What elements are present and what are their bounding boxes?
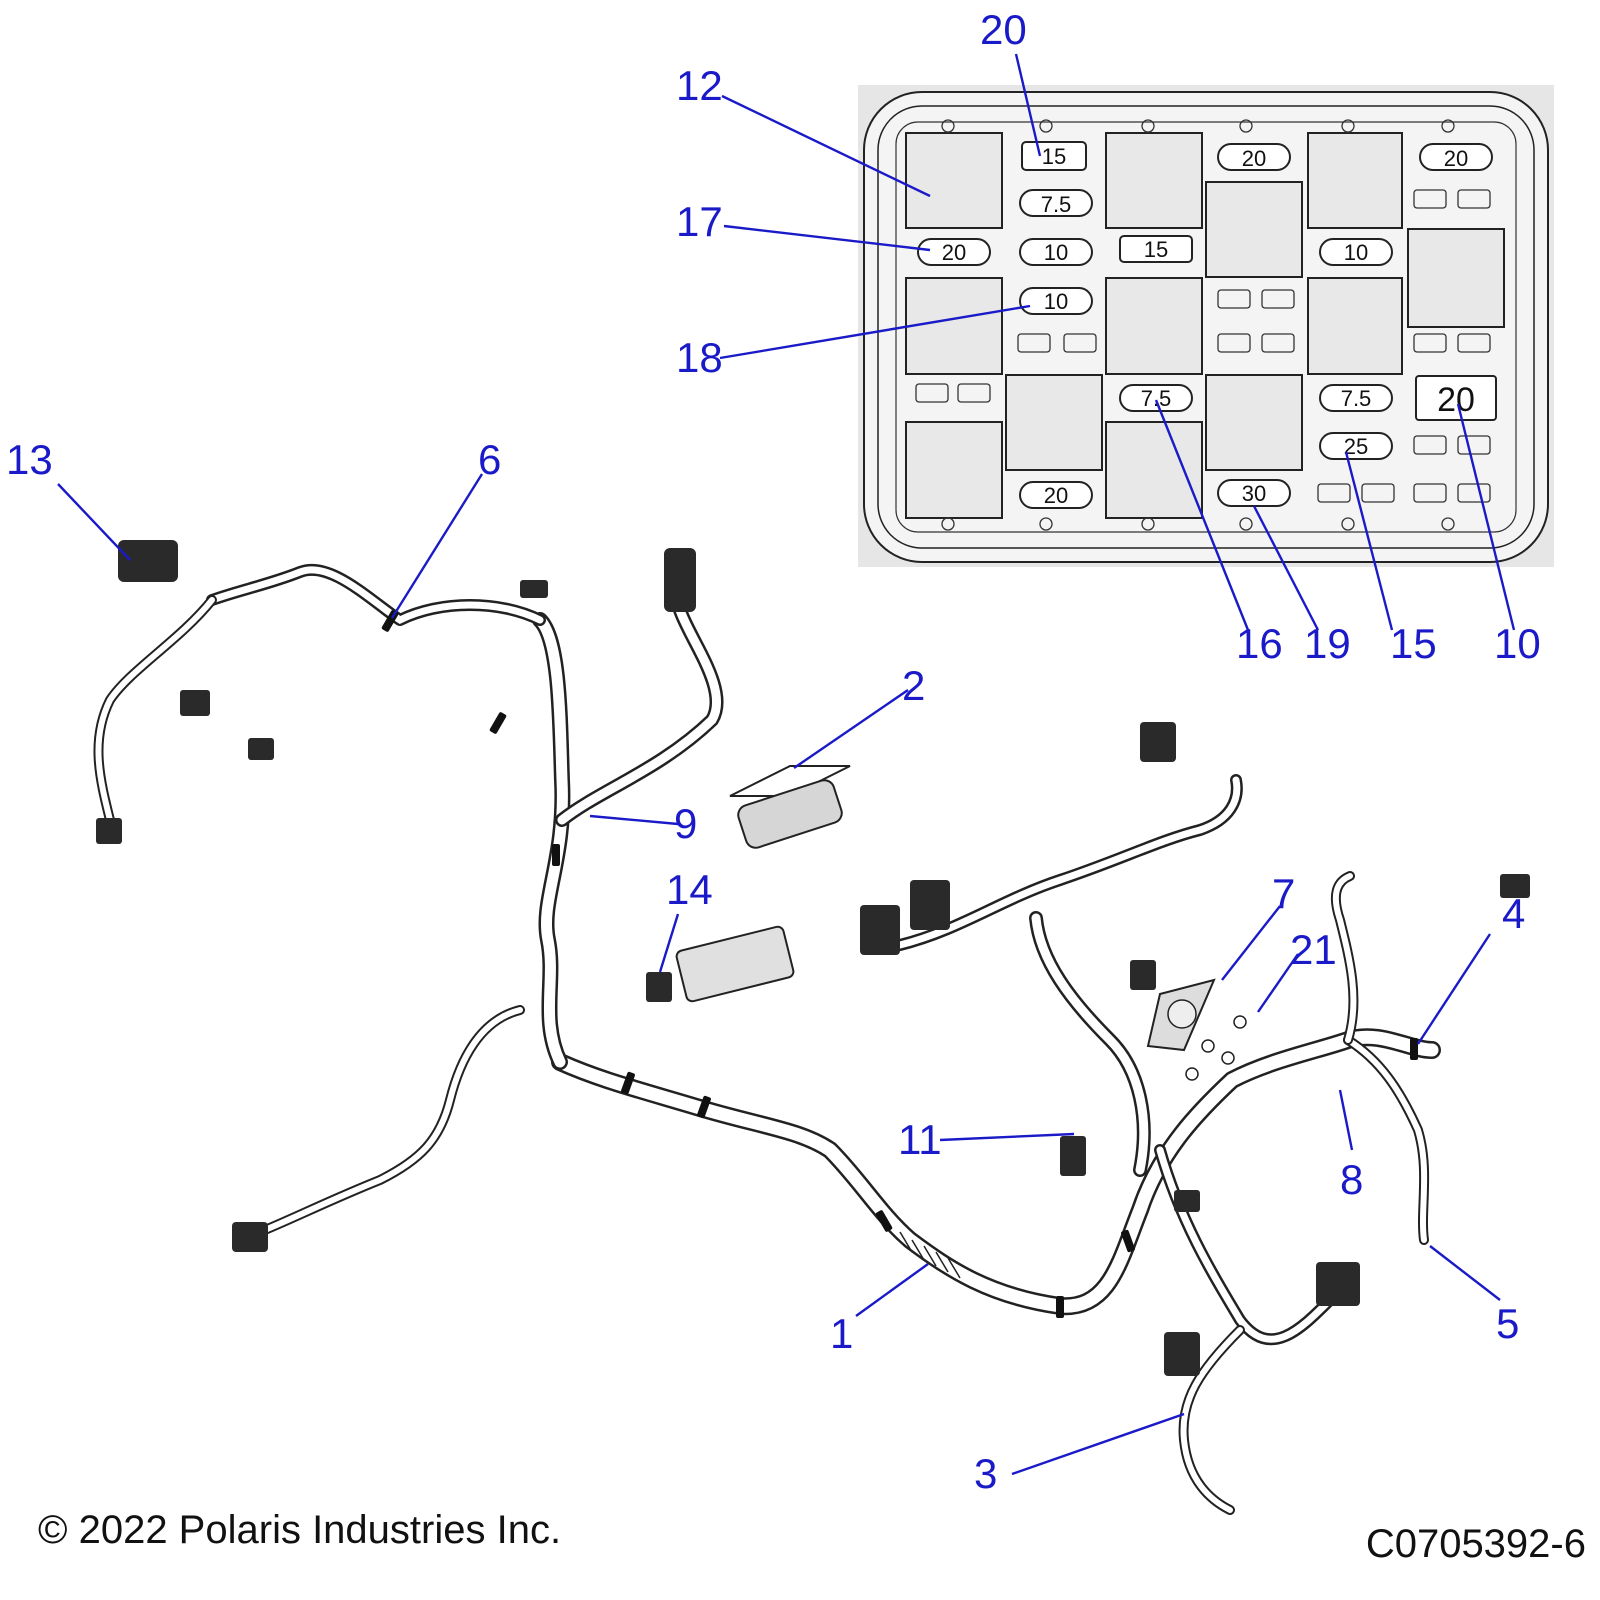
callout-16: 16	[1236, 620, 1283, 667]
callout-18: 18	[676, 334, 723, 381]
fuse-rating: 20	[1444, 146, 1468, 171]
harness-fuse-block	[675, 925, 795, 1003]
fuse-rating: 15	[1042, 144, 1066, 169]
copyright-notice: © 2022 Polaris Industries Inc.	[38, 1508, 562, 1552]
callout-6: 6	[478, 436, 501, 483]
grommet-plate	[1146, 978, 1216, 1052]
callout-21: 21	[1290, 926, 1337, 973]
convoluted-tube	[899, 1231, 961, 1279]
callout-12: 12	[676, 62, 723, 109]
fuse-rating: 30	[1242, 481, 1266, 506]
wiring-harness	[93, 540, 1530, 1515]
fuse-rating: 10	[1044, 289, 1068, 314]
ecu-module	[729, 765, 851, 849]
fuse-rating: 7.5	[1341, 386, 1372, 411]
callout-5: 5	[1496, 1300, 1519, 1347]
callout-9: 9	[674, 800, 697, 847]
fuse-rating: 20	[942, 240, 966, 265]
callout-13: 13	[6, 436, 53, 483]
fuse-rating: 20	[1437, 381, 1475, 419]
fuse-ratings: 15 7.5 20 20 15 10 20 10 10 7.5 7.5 20 2…	[942, 144, 1475, 508]
fuse-rating: 7.5	[1041, 192, 1072, 217]
fuse-rating: 20	[1044, 483, 1068, 508]
callout-2: 2	[902, 662, 925, 709]
fuse-box-inset: 15 7.5 20 20 15 10 20 10 10 7.5 7.5 20 2…	[858, 85, 1554, 567]
connectors	[96, 540, 1530, 1376]
callout-8: 8	[1340, 1156, 1363, 1203]
callout-4: 4	[1502, 890, 1525, 937]
callout-17: 17	[676, 198, 723, 245]
callout-11: 11	[898, 1116, 942, 1163]
fuse-rating: 7.5	[1141, 386, 1172, 411]
screws	[1185, 1015, 1247, 1081]
callout-7: 7	[1272, 870, 1295, 917]
fuse-rating: 20	[1242, 146, 1266, 171]
callout-20: 20	[980, 6, 1027, 53]
callout-15: 15	[1390, 620, 1437, 667]
callout-19: 19	[1304, 620, 1351, 667]
callout-numbers: 1 2 3 4 5 6 7 8 9 10 11 12 13 14 15 16 1…	[6, 6, 1541, 1497]
callout-3: 3	[974, 1450, 997, 1497]
drawing-number: C0705392-6	[1365, 1522, 1586, 1566]
relay-slots	[905, 132, 1505, 519]
fuse-rating: 15	[1144, 237, 1168, 262]
fuse-rating: 10	[1344, 240, 1368, 265]
callout-14: 14	[666, 866, 713, 913]
leader-lines	[57, 53, 1516, 1476]
fuse-rating: 10	[1044, 240, 1068, 265]
fuse-box-clips	[915, 119, 1491, 531]
callout-10: 10	[1494, 620, 1541, 667]
callout-1: 1	[830, 1310, 853, 1357]
fuse-slots	[917, 141, 1497, 509]
harness-clips	[381, 610, 1418, 1318]
